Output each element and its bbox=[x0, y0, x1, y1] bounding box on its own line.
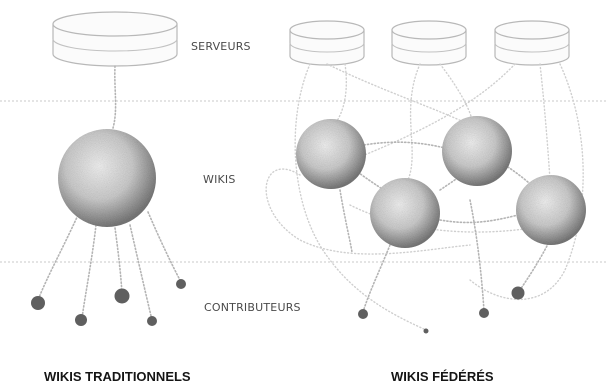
contributor-dot bbox=[423, 328, 429, 334]
contributor-dot bbox=[176, 279, 186, 289]
contributor-link bbox=[37, 214, 79, 301]
wiki-sphere bbox=[370, 178, 440, 248]
contributor-link bbox=[147, 211, 182, 283]
contributors-label: CONTRIBUTEURS bbox=[204, 301, 301, 314]
contributor-link bbox=[362, 244, 391, 313]
servers-label: SERVEURS bbox=[191, 40, 251, 53]
wikis-label: WIKIS bbox=[203, 173, 236, 186]
wiki-wiki-link bbox=[363, 141, 446, 149]
federation-link bbox=[539, 63, 551, 181]
contributor-dot bbox=[479, 308, 489, 318]
contributor-link bbox=[469, 199, 485, 312]
federation-link bbox=[349, 204, 551, 233]
server-icon bbox=[52, 11, 178, 67]
server-wiki-link bbox=[112, 65, 117, 129]
contributor-link bbox=[129, 224, 153, 321]
server-icon bbox=[391, 20, 467, 66]
contributor-dot bbox=[511, 286, 525, 300]
contributor-dot bbox=[358, 309, 368, 319]
contributor-link bbox=[114, 227, 123, 295]
federation-link bbox=[326, 63, 471, 126]
federated-wiki-diagram bbox=[265, 20, 586, 334]
contributor-link bbox=[519, 239, 551, 291]
wiki-sphere bbox=[442, 116, 512, 186]
wiki-sphere bbox=[58, 129, 156, 227]
contributor-dot bbox=[147, 316, 157, 326]
federation-link bbox=[294, 63, 427, 331]
wiki-wiki-link bbox=[339, 189, 353, 253]
wiki-sphere bbox=[516, 175, 586, 245]
traditional-title: WIKIS TRADITIONNELS bbox=[44, 369, 191, 384]
server-icon bbox=[289, 20, 365, 66]
contributor-link bbox=[81, 224, 97, 319]
federation-link bbox=[407, 63, 421, 181]
contributor-dot bbox=[75, 314, 87, 326]
wiki-sphere bbox=[296, 119, 366, 189]
federation-link bbox=[265, 168, 471, 255]
contributor-dot bbox=[114, 288, 130, 304]
wiki-wiki-link bbox=[439, 214, 519, 224]
federation-link bbox=[439, 63, 473, 121]
server-icon bbox=[494, 20, 570, 66]
contributor-dot bbox=[31, 296, 45, 310]
traditional-wiki-diagram bbox=[31, 11, 186, 326]
federation-link bbox=[469, 63, 584, 301]
federated-title: WIKIS FÉDÉRÉS bbox=[391, 369, 494, 384]
